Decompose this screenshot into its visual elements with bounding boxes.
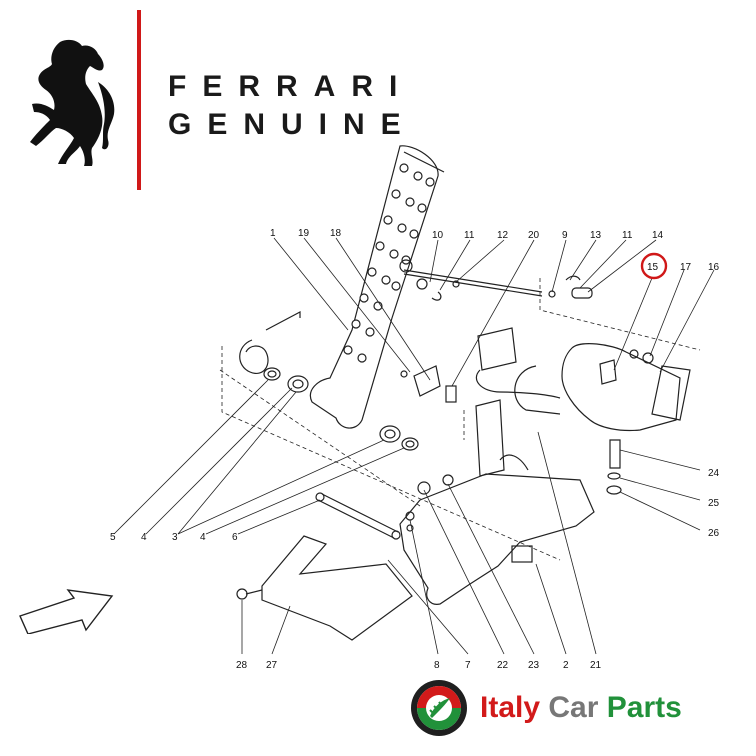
callout-11-b: 11 [622, 230, 633, 241]
callout-12: 12 [497, 230, 509, 241]
brand-title-line2: GENUINE [168, 108, 417, 141]
callout-1: 1 [270, 228, 276, 239]
callout-4: 4 [141, 532, 147, 543]
callout-27: 27 [266, 660, 278, 671]
callout-3: 3 [172, 532, 178, 543]
callout-16: 16 [708, 262, 720, 273]
pedal-lever [309, 145, 439, 429]
callout-22: 22 [497, 660, 509, 671]
store-name-italy: Italy [480, 691, 541, 724]
callout-20: 20 [528, 230, 540, 241]
callout-23: 23 [528, 660, 540, 671]
brand-divider [137, 10, 141, 190]
base-bracket [399, 473, 595, 605]
callout-6: 6 [232, 532, 238, 543]
callout-5: 5 [110, 532, 116, 543]
brand-title-line1: FERRARI [168, 70, 414, 103]
direction-arrow-icon [19, 589, 114, 634]
pedal-sensor [561, 343, 681, 432]
highlight-circle [640, 252, 668, 280]
prancing-horse-icon [30, 39, 115, 167]
pedal-holes [343, 163, 435, 363]
store-name-car: Car [548, 691, 599, 724]
callout-25: 25 [708, 498, 720, 509]
callout-15: 15 [647, 262, 659, 273]
callout-2: 2 [563, 660, 569, 671]
callout-8: 8 [434, 660, 440, 671]
callout-17: 17 [680, 262, 692, 273]
callout-21: 21 [590, 660, 602, 671]
pivot-shaft [317, 493, 399, 539]
return-spring [239, 311, 301, 374]
callout-9: 9 [562, 230, 568, 241]
callout-24: 24 [708, 468, 720, 479]
callout-10: 10 [432, 230, 444, 241]
callout-26: 26 [708, 528, 720, 539]
store-name-parts: Parts [606, 691, 682, 724]
callout-28: 28 [236, 660, 248, 671]
store-name: Italy Car Parts [480, 690, 682, 726]
cover-plate [261, 535, 413, 641]
callout-11: 11 [464, 230, 475, 241]
callout-4-b: 4 [200, 532, 206, 543]
callout-14: 14 [652, 230, 664, 241]
gear-wreath-logo-icon [411, 680, 467, 736]
callout-19: 19 [298, 228, 310, 239]
callout-13: 13 [590, 230, 602, 241]
callout-7: 7 [465, 660, 471, 671]
callout-18: 18 [330, 228, 342, 239]
